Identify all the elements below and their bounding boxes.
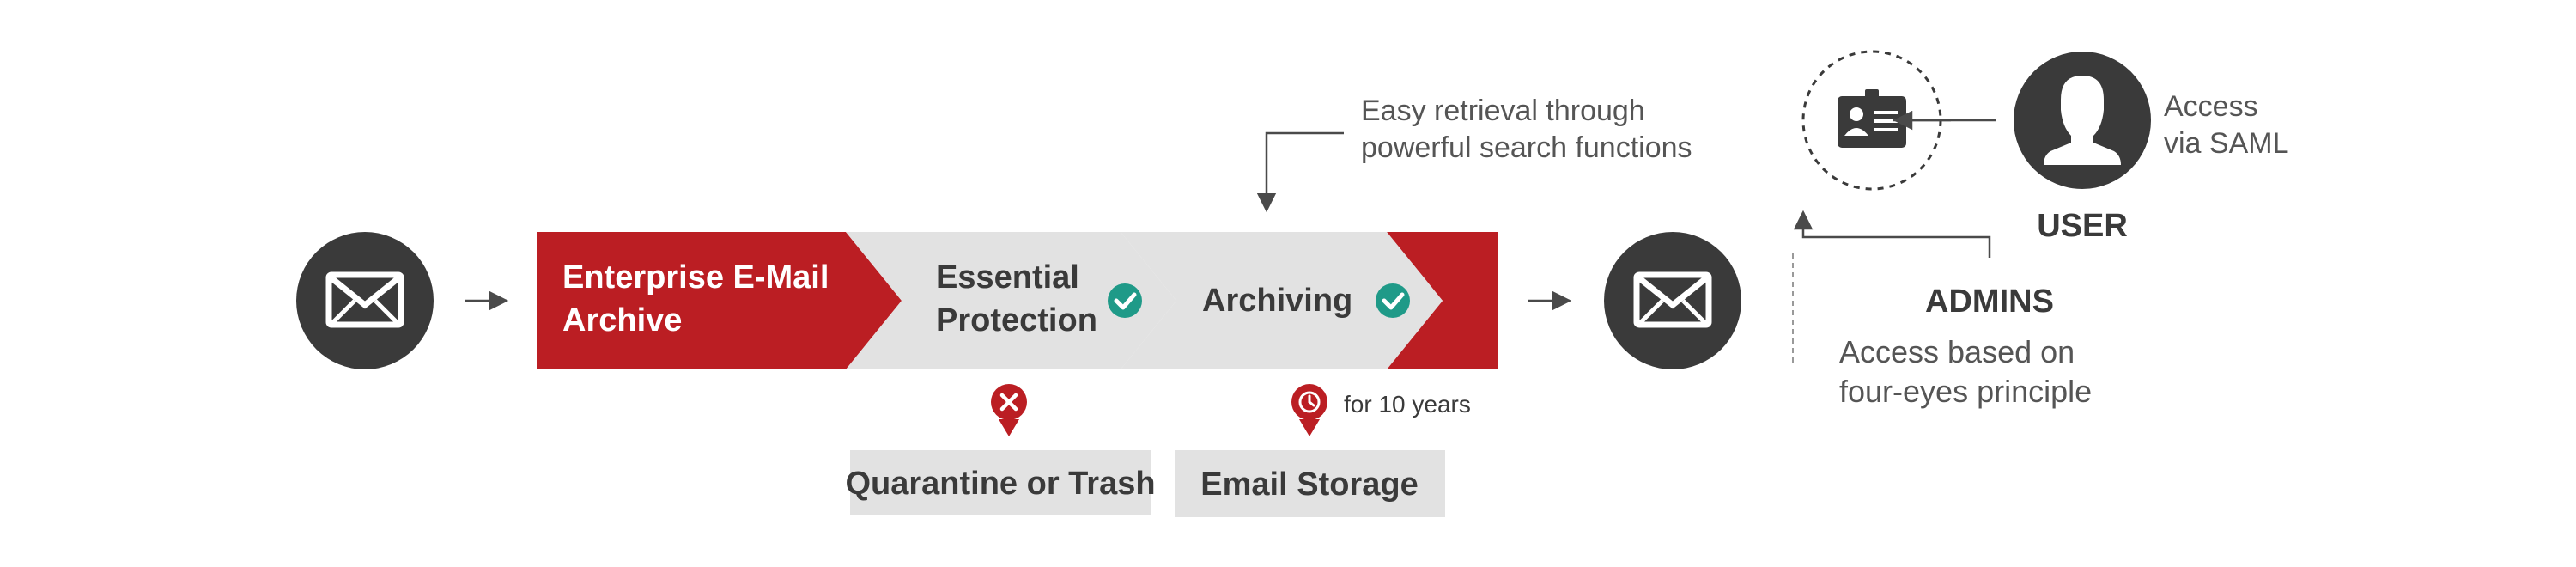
quarantine-label: Quarantine or Trash xyxy=(845,466,1155,502)
step-essential-protection xyxy=(846,232,1176,369)
user-access-line-1: Access xyxy=(2164,90,2258,123)
retention-label: for 10 years xyxy=(1344,391,1471,418)
archive-label-line-2: Archive xyxy=(562,302,682,338)
storage-label: Email Storage xyxy=(1200,466,1418,503)
retrieval-arrow-icon xyxy=(1256,131,1344,213)
step-archiving xyxy=(1121,232,1443,369)
admins-access-line-2: four-eyes principle xyxy=(1839,374,2092,409)
protection-check-icon xyxy=(1108,284,1142,318)
user-title: USER xyxy=(2037,208,2128,244)
processing-pipeline: Enterprise E-Mail Archive Essential Prot… xyxy=(537,232,1498,369)
archiving-check-icon xyxy=(1376,284,1410,318)
user-avatar-icon xyxy=(2014,52,2151,189)
admins-access-line-1: Access based on xyxy=(1839,334,2075,369)
incoming-mail-envelope-icon xyxy=(296,232,434,369)
outgoing-mail-envelope-icon xyxy=(1604,232,1741,369)
user-access-line-2: via SAML xyxy=(2164,127,2289,160)
archiving-label: Archiving xyxy=(1202,283,1352,319)
step-enterprise-archive xyxy=(537,232,902,369)
retrieval-text-line-2: powerful search functions xyxy=(1361,131,1692,164)
protection-label-line-1: Essential xyxy=(936,259,1079,296)
quarantine-cross-icon xyxy=(991,384,1027,436)
storage-clock-icon xyxy=(1291,384,1327,436)
archive-label-line-1: Enterprise E-Mail xyxy=(562,259,829,296)
protection-label-line-2: Protection xyxy=(936,302,1097,338)
admins-title: ADMINS xyxy=(1925,284,2054,320)
storage-box xyxy=(1175,450,1445,517)
admins-arrow-icon xyxy=(1793,210,1991,258)
quarantine-box xyxy=(850,450,1151,515)
retrieval-text-line-1: Easy retrieval through xyxy=(1361,94,1645,127)
